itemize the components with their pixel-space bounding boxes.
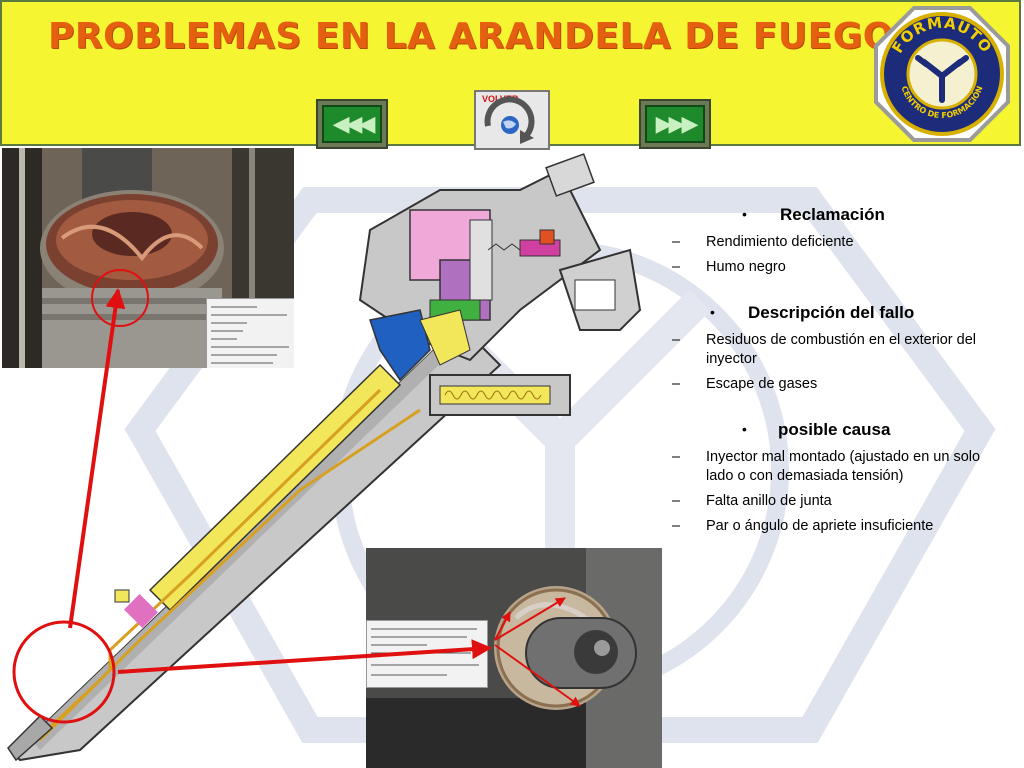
section-heading: Reclamación: [666, 205, 1006, 225]
return-globe-icon: [484, 96, 535, 144]
list-item: Inyector mal montado (ajustado en un sol…: [666, 448, 1006, 486]
list-item: Falta anillo de junta: [666, 492, 1006, 511]
top-washer-photo: [2, 148, 294, 368]
failure-description-panel: Reclamación Rendimiento deficiente Humo …: [666, 205, 1006, 554]
page-title: PROBLEMAS EN LA ARANDELA DE FUEGO: [48, 16, 894, 57]
list-item: Rendimiento deficiente: [666, 233, 1006, 252]
triple-left-arrow-icon: ◀◀◀: [322, 105, 382, 143]
formauto-logo: FORMAUTO CENTRO DE FORMACIÓN: [874, 6, 1010, 142]
section-heading: posible causa: [666, 420, 1006, 440]
list-item: Residuos de combustión en el exterior de…: [666, 331, 1006, 369]
list-item: Humo negro: [666, 258, 1006, 277]
previous-slide-button[interactable]: ◀◀◀: [316, 99, 388, 149]
section-reclamacion: Reclamación Rendimiento deficiente Humo …: [666, 205, 1006, 277]
next-slide-button[interactable]: ▶▶▶: [639, 99, 711, 149]
bottom-nozzle-photo: [366, 548, 662, 768]
bottom-part-label-card: [366, 620, 488, 688]
list-item: Escape de gases: [666, 375, 1006, 394]
section-heading: Descripción del fallo: [666, 303, 1006, 323]
header-banner: PROBLEMAS EN LA ARANDELA DE FUEGO ◀◀◀ VO…: [0, 0, 1021, 150]
section-posible-causa: posible causa Inyector mal montado (ajus…: [666, 420, 1006, 536]
top-part-label-card: [206, 298, 294, 368]
section-descripcion-fallo: Descripción del fallo Residuos de combus…: [666, 303, 1006, 394]
back-button[interactable]: VOLVER: [474, 90, 550, 150]
list-item: Par o ángulo de apriete insuficiente: [666, 517, 1006, 536]
triple-right-arrow-icon: ▶▶▶: [645, 105, 705, 143]
